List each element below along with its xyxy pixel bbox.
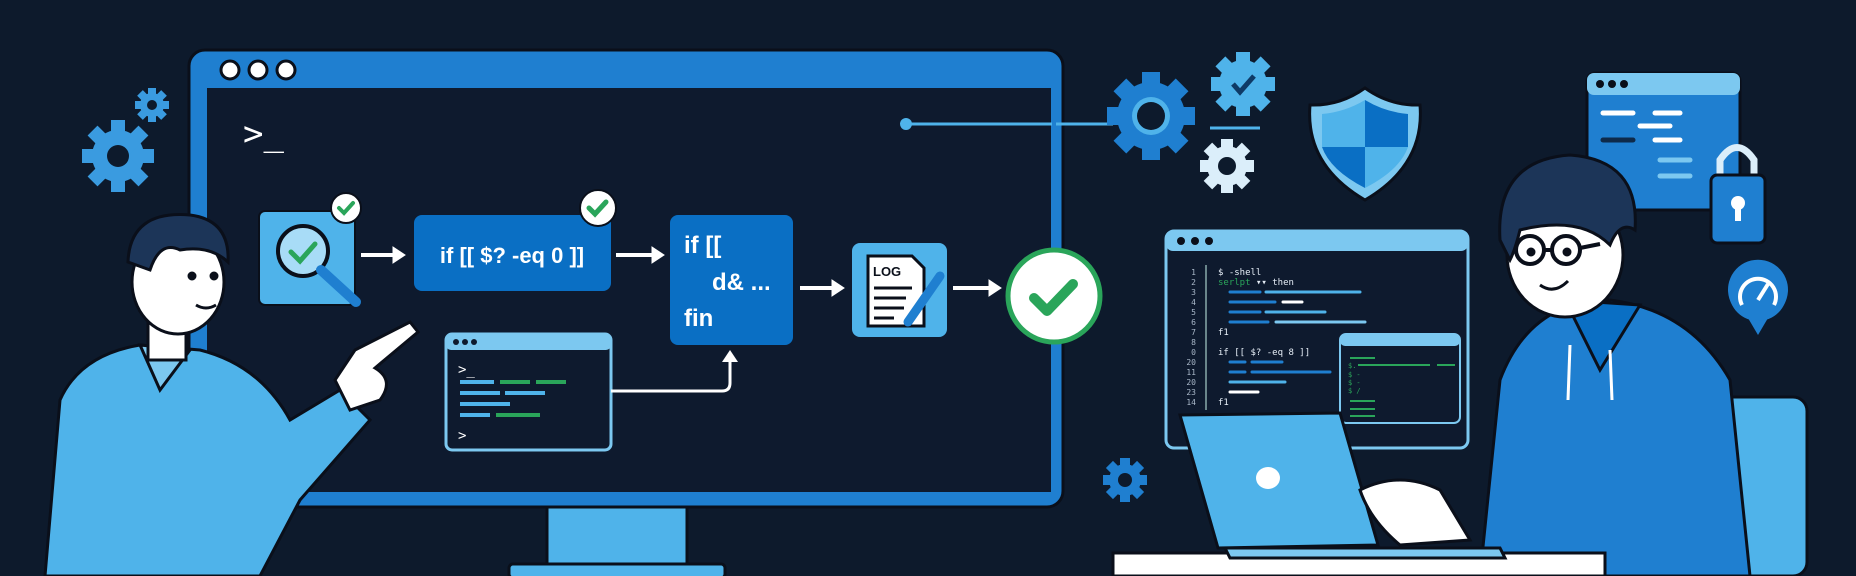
svg-text:8: 8 bbox=[1191, 338, 1196, 347]
svg-text:14: 14 bbox=[1186, 398, 1196, 407]
check-circle-icon bbox=[1005, 247, 1103, 345]
gear-icon bbox=[1107, 72, 1195, 160]
pen-icon bbox=[903, 271, 945, 327]
code-window-icon bbox=[1585, 71, 1742, 212]
person-right bbox=[1478, 153, 1809, 576]
lock-icon bbox=[1709, 144, 1767, 245]
svg-text:1: 1 bbox=[1191, 268, 1196, 277]
svg-text:3: 3 bbox=[1191, 288, 1196, 297]
apple-logo bbox=[1256, 467, 1280, 489]
block-step: if [[ d& ... fin bbox=[670, 215, 793, 345]
code-line: f1 bbox=[1218, 328, 1229, 338]
svg-text:20: 20 bbox=[1186, 358, 1196, 367]
svg-text:11: 11 bbox=[1186, 368, 1196, 377]
speedometer-icon bbox=[1728, 259, 1788, 335]
svg-text:5: 5 bbox=[1191, 308, 1196, 317]
svg-text:4: 4 bbox=[1191, 298, 1196, 307]
svg-text:23: 23 bbox=[1186, 388, 1196, 397]
svg-text:6: 6 bbox=[1191, 318, 1196, 327]
gear-icon bbox=[135, 88, 169, 122]
prompt-text: >_ bbox=[243, 114, 284, 154]
svg-text:20: 20 bbox=[1186, 378, 1196, 387]
terminal-line: $ - bbox=[1348, 371, 1361, 379]
code-line: fin bbox=[684, 305, 713, 332]
magnifier-check-icon bbox=[276, 224, 330, 278]
gear-icon bbox=[1200, 139, 1254, 193]
svg-text:2: 2 bbox=[1191, 278, 1196, 287]
terminal-line: $ / bbox=[1348, 387, 1361, 395]
terminal-line: $ - bbox=[1348, 379, 1361, 387]
gear-icon bbox=[1103, 458, 1147, 502]
caret-text: > bbox=[458, 428, 466, 444]
condition-step: if [[ $? -eq 0 ]] bbox=[414, 189, 617, 291]
condition-label: if [[ $? -eq 0 ]] bbox=[440, 243, 584, 268]
laptop bbox=[1111, 411, 1607, 576]
terminal-line: $. bbox=[1348, 362, 1356, 370]
search-step bbox=[258, 192, 362, 307]
code-line: f1 bbox=[1218, 398, 1229, 408]
person-left bbox=[43, 213, 421, 576]
mini-terminal: >_ > bbox=[444, 332, 738, 452]
gear-icon bbox=[82, 120, 154, 192]
prompt-text: >_ bbox=[458, 362, 475, 378]
gear-check-icon bbox=[1211, 52, 1275, 116]
code-line: $ -shell bbox=[1218, 268, 1261, 278]
arrow-icon bbox=[361, 246, 1002, 297]
code-line: ▾▾ then bbox=[1256, 278, 1294, 288]
log-step: LOG bbox=[852, 243, 947, 337]
code-line: if [[ bbox=[684, 232, 721, 259]
svg-text:7: 7 bbox=[1191, 328, 1196, 337]
svg-text:0: 0 bbox=[1191, 348, 1196, 357]
pointing-hand bbox=[333, 320, 421, 412]
monitor: >_ bbox=[187, 48, 1113, 576]
shield-icon bbox=[1308, 86, 1422, 202]
code-keyword: serlpt bbox=[1218, 278, 1251, 288]
log-label: LOG bbox=[873, 264, 901, 279]
code-line: d& ... bbox=[712, 269, 771, 296]
code-line: if [[ $? -eq 8 ]] bbox=[1218, 348, 1310, 358]
